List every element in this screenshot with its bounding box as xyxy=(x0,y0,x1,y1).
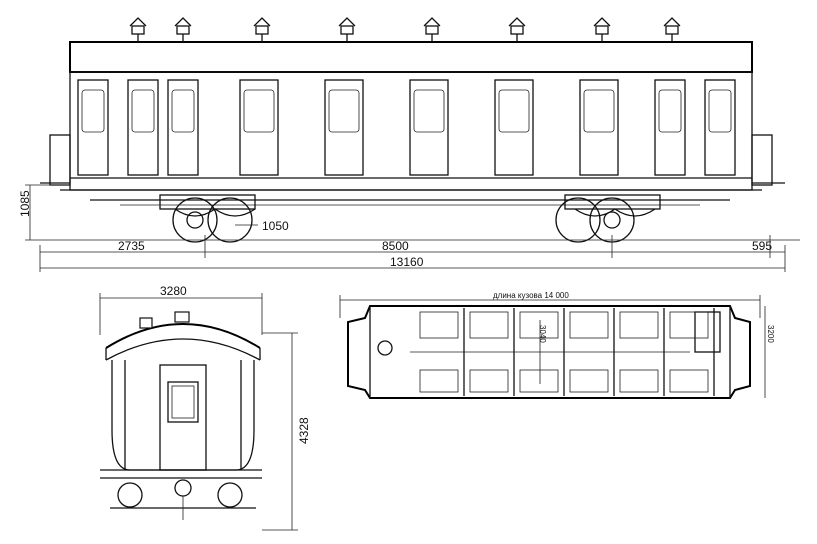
dim-wheelbase: 8500 xyxy=(382,239,409,253)
seat-bay xyxy=(469,308,515,396)
roof-vent-icon xyxy=(593,17,611,42)
seat-bay xyxy=(519,308,565,396)
platform-left xyxy=(49,134,71,186)
wheelset-left xyxy=(159,194,256,243)
platform-right xyxy=(751,134,773,186)
dim-inner-width: 3040 xyxy=(538,325,547,343)
dim-total-length: 13160 xyxy=(390,255,424,269)
plan-view: длина кузова 14 000 3040 3200 xyxy=(339,291,775,399)
lavatory xyxy=(694,311,721,353)
side-window xyxy=(167,79,199,176)
side-window xyxy=(239,79,279,176)
seat-bay xyxy=(669,308,715,396)
side-window xyxy=(409,79,449,176)
buffer-right xyxy=(217,482,243,508)
end-door-window xyxy=(167,381,199,423)
roof-vent-icon xyxy=(508,17,526,42)
roof-vents xyxy=(129,17,681,42)
side-window xyxy=(654,79,686,176)
end-body xyxy=(111,360,255,471)
end-roof xyxy=(105,323,261,349)
roof-vent-icon xyxy=(129,17,147,42)
plan-seats xyxy=(419,308,715,396)
dim-height-left: 1085 xyxy=(18,190,32,217)
seat-bay xyxy=(569,308,615,396)
roof-vent-icon xyxy=(253,17,271,42)
side-window xyxy=(127,79,159,176)
side-view: 1085 1050 2735 8500 595 13160 xyxy=(18,17,800,272)
body-length-label: длина кузова 14 000 xyxy=(493,291,569,300)
stove xyxy=(377,340,393,356)
wheelset-right xyxy=(555,194,661,243)
side-window xyxy=(77,79,109,176)
dim-overhang-right: 595 xyxy=(752,239,772,253)
buffer-left xyxy=(117,482,143,508)
end-door xyxy=(159,364,207,471)
roof-vent-icon xyxy=(663,17,681,42)
dim-height: 4328 xyxy=(297,417,311,444)
dim-width: 3280 xyxy=(160,284,187,298)
seat-bay xyxy=(419,308,465,396)
dim-overhang-left: 2735 xyxy=(118,239,145,253)
roof-vent-icon xyxy=(338,17,356,42)
end-view: 3280 4328 xyxy=(99,284,311,531)
coupler xyxy=(174,479,192,497)
seat-bay xyxy=(619,308,665,396)
dim-outer-width: 3200 xyxy=(766,325,775,343)
side-window xyxy=(704,79,736,176)
side-window xyxy=(324,79,364,176)
side-window xyxy=(579,79,619,176)
roof-vent-icon xyxy=(174,17,192,42)
side-panels xyxy=(77,79,736,176)
dim-wheel-diameter: 1050 xyxy=(262,219,289,233)
side-window xyxy=(494,79,534,176)
car-roof xyxy=(69,41,753,73)
roof-vent-icon xyxy=(423,17,441,42)
